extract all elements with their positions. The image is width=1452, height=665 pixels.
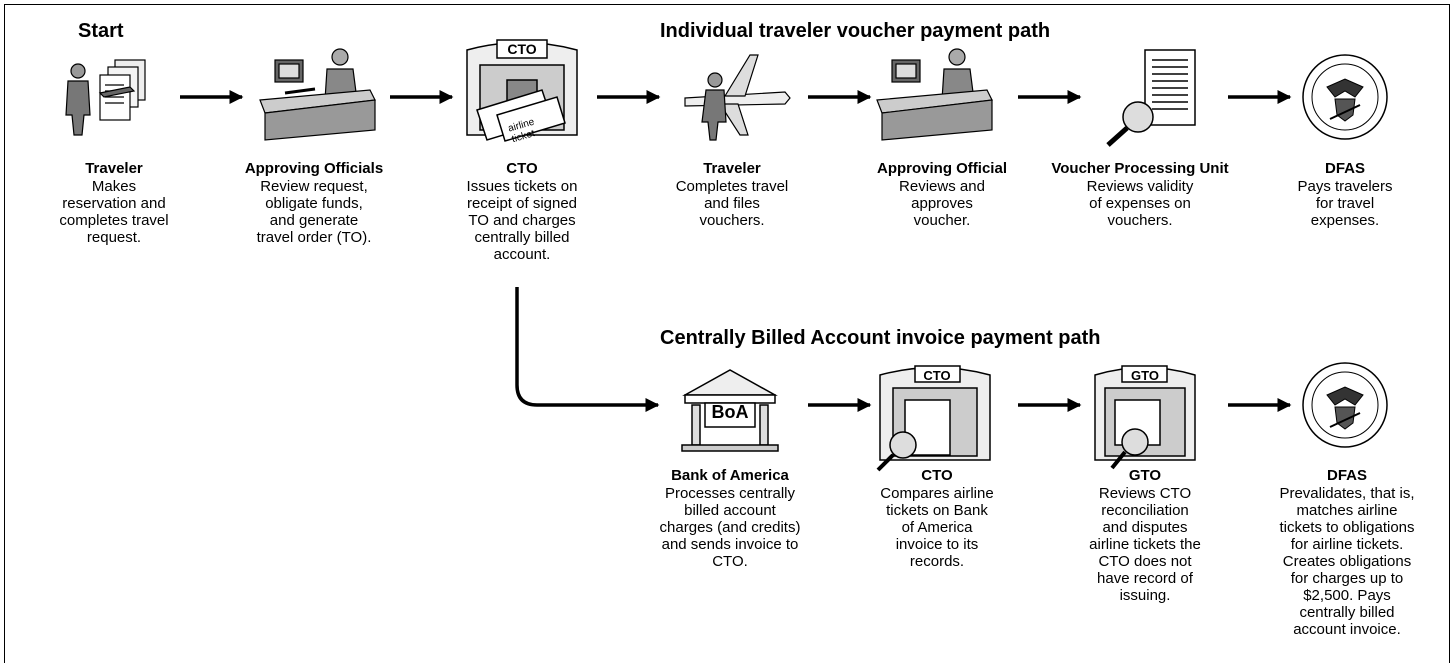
gto-sign-text: GTO (1131, 368, 1159, 383)
start-label: Start (78, 20, 124, 42)
node-desc: Prevalidates, that is, matches airline t… (1279, 485, 1415, 638)
node-desc: Review request, obligate funds, and gene… (256, 178, 372, 246)
node-approving-official: Approving Official Reviews and approves … (857, 160, 1027, 229)
node-title: GTO (1128, 467, 1162, 484)
node-desc: Processes centrally billed account charg… (659, 485, 801, 570)
node-title: Bank of America (671, 467, 789, 484)
dod-seal-icon (1302, 362, 1388, 448)
node-title: Approving Official (876, 160, 1007, 177)
node-desc: Issues tickets on receipt of signed TO a… (466, 178, 578, 263)
desk-worker-icon (259, 48, 376, 141)
node-bank-of-america: Bank of America Processes centrally bill… (645, 467, 815, 570)
node-gto: GTO Reviews CTO reconciliation and dispu… (1060, 467, 1230, 604)
desk-worker-icon (876, 48, 993, 141)
cto-booth-tickets-icon (466, 39, 578, 142)
node-desc: Makes reservation and completes travel r… (59, 178, 169, 246)
node-title: DFAS (1324, 160, 1365, 177)
gto-booth-magnifier-icon (1094, 365, 1196, 470)
cto-booth-magnifier-icon (876, 365, 991, 472)
node-dfas-invoice: DFAS Prevalidates, that is, matches airl… (1262, 467, 1432, 638)
node-cto: CTO Issues tickets on receipt of signed … (437, 160, 607, 263)
voucher-path-title: Individual traveler voucher payment path (660, 20, 1051, 42)
cba-path-title: Centrally Billed Account invoice payment… (660, 327, 1101, 349)
node-title: Traveler (703, 160, 761, 177)
node-desc: Reviews CTO reconciliation and disputes … (1089, 485, 1201, 604)
node-approving-officials: Approving Officials Review request, obli… (229, 160, 399, 246)
node-desc: Compares airline tickets on Bank of Amer… (880, 485, 994, 570)
node-title: CTO (921, 467, 953, 484)
node-traveler-travel: Traveler Completes travel and files vouc… (647, 160, 817, 229)
document-magnifier-icon (1106, 49, 1196, 147)
diagram-frame (4, 4, 1450, 663)
node-title: DFAS (1326, 467, 1367, 484)
bank-sign-text: BoA (712, 402, 749, 422)
node-title: Approving Officials (244, 160, 384, 177)
node-desc: Reviews and approves voucher. (899, 178, 985, 229)
dod-seal-icon (1302, 54, 1388, 140)
branch-arrow (515, 287, 660, 412)
node-cto-compare: CTO Compares airline tickets on Bank of … (852, 467, 1022, 570)
traveler-documents-icon (65, 59, 146, 136)
node-dfas: DFAS Pays travelers for travel expenses. (1260, 160, 1430, 229)
node-voucher-processing-unit: Voucher Processing Unit Reviews validity… (1040, 160, 1240, 229)
node-desc: Reviews validity of expenses on vouchers… (1086, 178, 1194, 229)
node-title: CTO (506, 160, 538, 177)
cto-sign-text: CTO (507, 41, 536, 57)
cto-sign-text-2: CTO (923, 368, 950, 383)
node-desc: Pays travelers for travel expenses. (1297, 178, 1393, 229)
node-title: Voucher Processing Unit (1051, 160, 1229, 177)
node-traveler: Traveler Makes reservation and completes… (29, 160, 199, 246)
bank-building-icon (681, 369, 779, 452)
traveler-airplane-icon (684, 54, 791, 141)
node-title: Traveler (85, 160, 143, 177)
node-desc: Completes travel and files vouchers. (675, 178, 789, 229)
